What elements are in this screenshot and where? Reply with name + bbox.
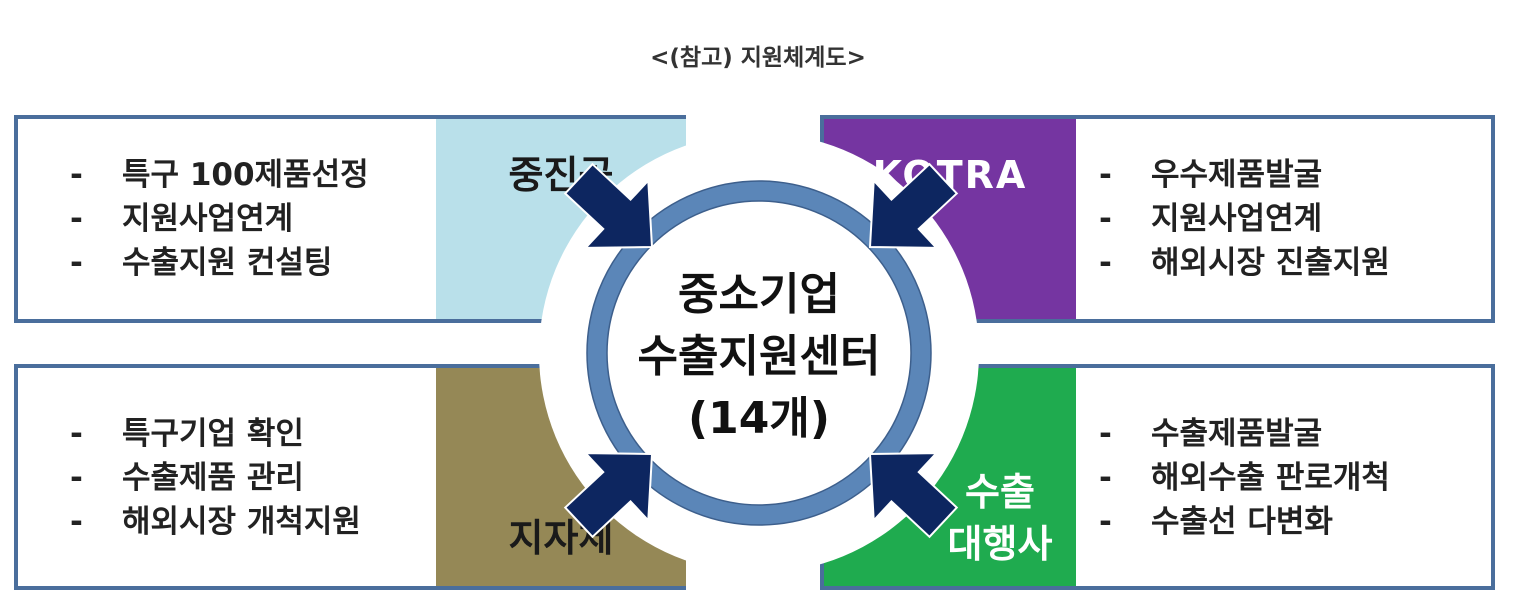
list-item: -지원사업연계 xyxy=(70,201,294,237)
diagram-title: <(참고) 지원체계도> xyxy=(650,45,866,71)
box-jijache-list: -특구기업 확인 -수출제품 관리 -해외시장 개척지원 xyxy=(70,412,361,544)
list-item: -특구기업 확인 xyxy=(70,416,304,452)
list-item: -수출제품 관리 xyxy=(70,460,304,496)
center-label: 중소기업 수출지원센터 (14개) xyxy=(594,264,924,450)
label-export-agency-line2: 대행사 xyxy=(947,522,1053,566)
list-item: -수출제품발굴 xyxy=(1099,416,1323,452)
box-kotra-list: -우수제품발굴 -지원사업연계 -해외시장 진출지원 xyxy=(1099,153,1390,285)
center-label-line3: (14개) xyxy=(688,393,830,444)
list-item: -해외시장 개척지원 xyxy=(70,504,361,540)
box-jungjingong: -특구 100제품선정 -지원사업연계 -수출지원 컨설팅 중진공 xyxy=(14,115,686,323)
box-jungjingong-list: -특구 100제품선정 -지원사업연계 -수출지원 컨설팅 xyxy=(70,153,369,285)
center-ring-outer-edge xyxy=(586,180,932,526)
list-item: -수출선 다변화 xyxy=(1099,504,1333,540)
list-item: -우수제품발굴 xyxy=(1099,157,1323,193)
box-export-agency: 수출 대행사 -수출제품발굴 -해외수출 판로개척 -수출선 다변화 xyxy=(820,364,1495,590)
center-label-line2: 수출지원센터 xyxy=(637,331,881,382)
box-export-agency-list: -수출제품발굴 -해외수출 판로개척 -수출선 다변화 xyxy=(1099,412,1390,544)
list-item: -수출지원 컨설팅 xyxy=(70,245,333,281)
center-label-line1: 중소기업 xyxy=(678,269,840,320)
center-ring-inner-edge xyxy=(606,200,912,506)
list-item: -특구 100제품선정 xyxy=(70,157,369,193)
center-ring xyxy=(587,181,931,525)
list-item: -해외수출 판로개척 xyxy=(1099,460,1390,496)
list-item: -해외시장 진출지원 xyxy=(1099,245,1390,281)
list-item: -지원사업연계 xyxy=(1099,201,1323,237)
label-export-agency-line1: 수출 xyxy=(965,470,1035,514)
